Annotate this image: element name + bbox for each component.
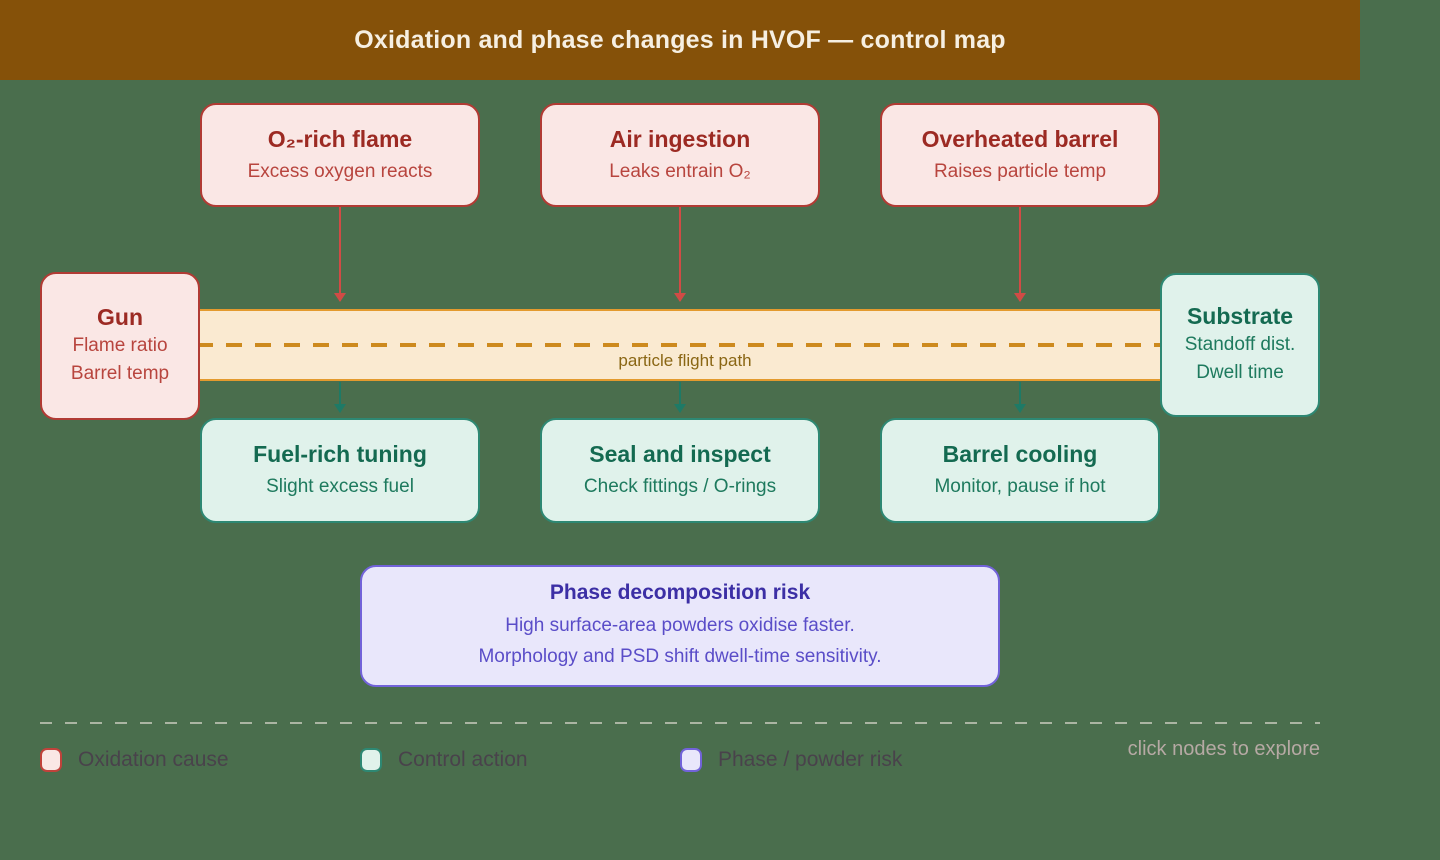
legend-item-phase-powder-risk: Phase / powder risk [680, 746, 902, 774]
node-title: Gun [97, 304, 143, 331]
arrowhead-down-icon [674, 293, 686, 302]
node-line: Morphology and PSD shift dwell-time sens… [478, 646, 882, 668]
page-title: Oxidation and phase changes in HVOF — co… [354, 25, 1006, 54]
node-line: Barrel temp [70, 363, 170, 385]
node-title: O₂-rich flame [267, 125, 413, 152]
node-substrate[interactable]: Substrate Standoff dist. Dwell time [1160, 273, 1320, 417]
node-barrel-cooling[interactable]: Barrel cooling Monitor, pause if hot [880, 418, 1160, 523]
node-phase-decomposition-risk[interactable]: Phase decomposition risk High surface-ar… [360, 565, 1000, 687]
node-gun[interactable]: Gun Flame ratio Barrel temp [40, 272, 200, 420]
legend-label: Oxidation cause [78, 748, 229, 771]
control-arrow-1 [334, 382, 346, 413]
oxidation-cause-swatch-icon [40, 748, 62, 772]
title-bar: Oxidation and phase changes in HVOF — co… [0, 0, 1360, 80]
explore-hint: click nodes to explore [1127, 738, 1320, 760]
node-subtitle: Check fittings / O-rings [583, 476, 777, 498]
flight-path-band: particle flight path [110, 309, 1260, 381]
node-overheated-barrel[interactable]: Overheated barrel Raises particle temp [880, 103, 1160, 207]
legend-label: Control action [398, 748, 528, 771]
node-subtitle: Raises particle temp [933, 160, 1107, 182]
phase-powder-risk-swatch-icon [680, 748, 702, 772]
node-title: Fuel-rich tuning [253, 441, 427, 468]
legend-label: Phase / powder risk [718, 748, 903, 771]
cause-arrow-2 [674, 207, 686, 302]
arrowhead-down-icon [1014, 404, 1026, 413]
arrowhead-down-icon [334, 404, 346, 413]
node-line: Dwell time [1196, 362, 1284, 384]
node-air-ingestion[interactable]: Air ingestion Leaks entrain O₂ [540, 103, 820, 207]
node-title: Phase decomposition risk [549, 580, 811, 604]
node-subtitle: Leaks entrain O₂ [609, 160, 751, 182]
node-title: Seal and inspect [589, 441, 771, 468]
cause-arrow-1 [334, 207, 346, 302]
legend-item-control-action: Control action [360, 746, 528, 774]
node-line: Flame ratio [72, 334, 168, 356]
node-fuel-rich-tuning[interactable]: Fuel-rich tuning Slight excess fuel [200, 418, 480, 523]
node-title: Substrate [1186, 303, 1294, 330]
node-title: Air ingestion [609, 125, 751, 152]
flight-path-label: particle flight path [618, 351, 752, 370]
control-action-swatch-icon [360, 748, 382, 772]
control-arrow-3 [1014, 382, 1026, 413]
node-seal-and-inspect[interactable]: Seal and inspect Check fittings / O-ring… [540, 418, 820, 523]
node-o2-rich-flame[interactable]: O₂-rich flame Excess oxygen reacts [200, 103, 480, 207]
node-title: Overheated barrel [921, 125, 1119, 152]
arrowhead-down-icon [1014, 293, 1026, 302]
node-line: High surface-area powders oxidise faster… [505, 614, 855, 636]
arrowhead-down-icon [334, 293, 346, 302]
flight-path-dashed-line [110, 343, 1260, 347]
control-arrow-2 [674, 382, 686, 413]
arrowhead-down-icon [674, 404, 686, 413]
node-title: Barrel cooling [942, 441, 1098, 468]
node-subtitle: Excess oxygen reacts [247, 160, 433, 182]
node-subtitle: Slight excess fuel [266, 476, 414, 498]
node-line: Standoff dist. [1184, 333, 1296, 355]
legend-divider [40, 722, 1320, 724]
cause-arrow-3 [1014, 207, 1026, 302]
legend-item-oxidation-cause: Oxidation cause [40, 746, 229, 774]
node-subtitle: Monitor, pause if hot [934, 476, 1106, 498]
